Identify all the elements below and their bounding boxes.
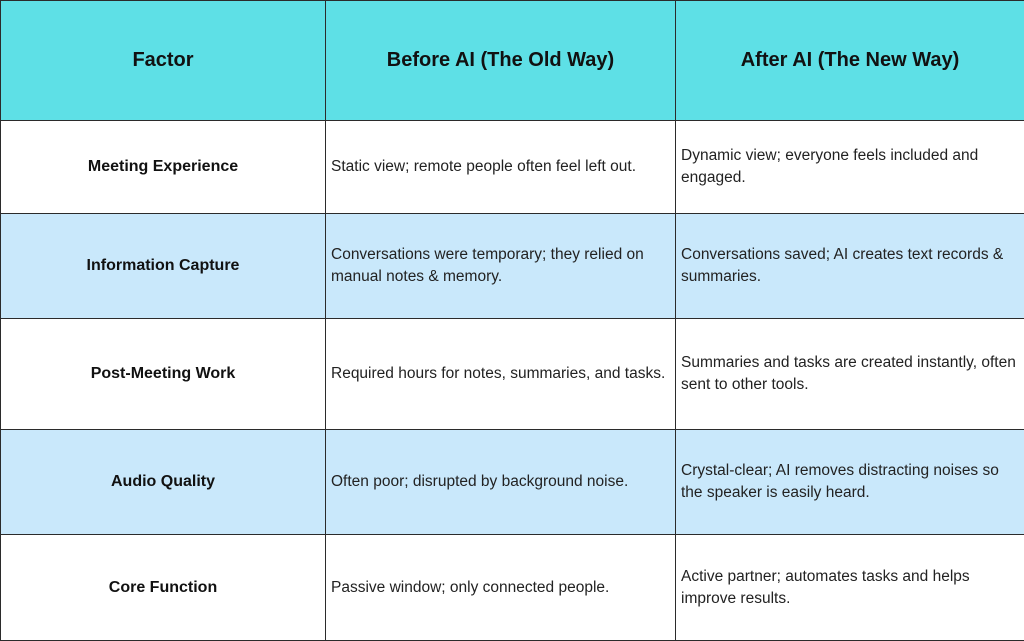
header-factor: Factor	[1, 1, 326, 121]
header-row: Factor Before AI (The Old Way) After AI …	[1, 1, 1024, 121]
table-row: Information Capture Conversations were t…	[1, 214, 1024, 319]
after-cell: Conversations saved; AI creates text rec…	[676, 214, 1024, 319]
header-after-ai: After AI (The New Way)	[676, 1, 1024, 121]
after-cell: Summaries and tasks are created instantl…	[676, 319, 1024, 430]
factor-cell: Core Function	[1, 535, 326, 641]
before-cell: Often poor; disrupted by background nois…	[326, 430, 676, 535]
after-cell: Crystal-clear; AI removes distracting no…	[676, 430, 1024, 535]
table-row: Meeting Experience Static view; remote p…	[1, 121, 1024, 214]
table-row: Core Function Passive window; only conne…	[1, 535, 1024, 641]
header-before-ai: Before AI (The Old Way)	[326, 1, 676, 121]
before-cell: Required hours for notes, summaries, and…	[326, 319, 676, 430]
after-cell: Active partner; automates tasks and help…	[676, 535, 1024, 641]
factor-cell: Audio Quality	[1, 430, 326, 535]
before-cell: Static view; remote people often feel le…	[326, 121, 676, 214]
before-cell: Passive window; only connected people.	[326, 535, 676, 641]
table-row: Post-Meeting Work Required hours for not…	[1, 319, 1024, 430]
factor-cell: Post-Meeting Work	[1, 319, 326, 430]
factor-cell: Information Capture	[1, 214, 326, 319]
table-row: Audio Quality Often poor; disrupted by b…	[1, 430, 1024, 535]
before-cell: Conversations were temporary; they relie…	[326, 214, 676, 319]
after-cell: Dynamic view; everyone feels included an…	[676, 121, 1024, 214]
factor-cell: Meeting Experience	[1, 121, 326, 214]
